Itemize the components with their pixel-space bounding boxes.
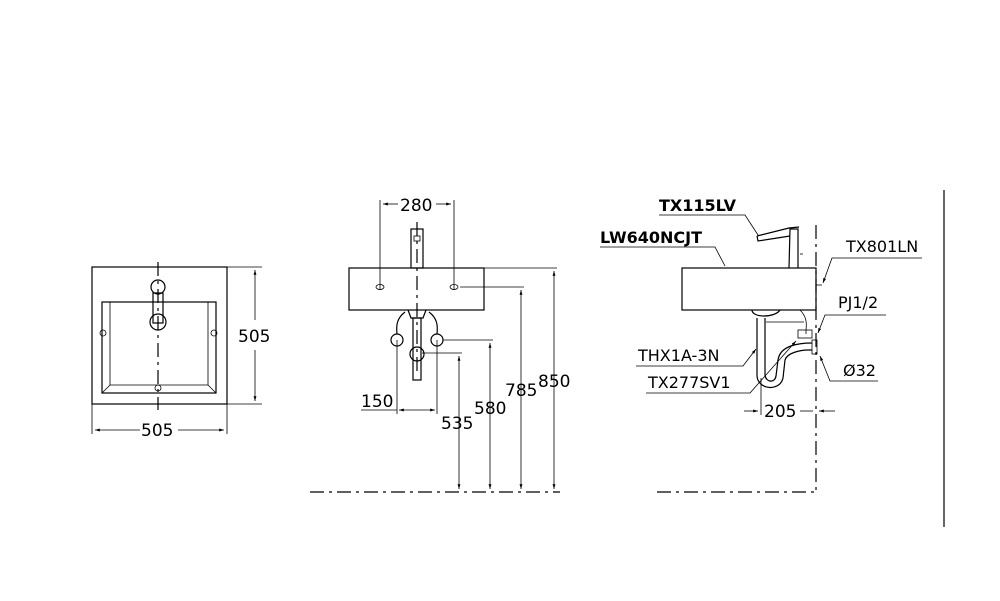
trap-offset-dimension: 205 [764, 402, 796, 422]
faucet-handle-icon [150, 279, 166, 295]
drain-model-label: THX1A-3N [637, 346, 719, 365]
side-view: 205 TX115LV LW640NCJT TX801LN PJ1/2 Ø32 … [600, 190, 945, 527]
trap-height-dimension: 535 [441, 414, 473, 434]
faucet-base [149, 313, 167, 331]
hole-height-dimension: 785 [505, 381, 537, 401]
trap-connection [409, 346, 425, 362]
p-trap [756, 318, 812, 388]
overflow-model-label: TX801LN [845, 237, 918, 256]
supply-hoses [396, 311, 438, 335]
basin-outline [91, 266, 228, 405]
faucet-spout [152, 292, 164, 324]
supply-height-dimension: 580 [474, 399, 506, 419]
supply-label: PJ1/2 [838, 293, 878, 312]
rim-height-dimension: 850 [538, 372, 570, 392]
top-view: 505 505 [91, 262, 270, 441]
trap-model-label: TX277SV1 [647, 373, 731, 392]
basin-side [681, 267, 817, 311]
faucet-body [788, 228, 799, 269]
faucet-model-label: TX115LV [659, 196, 737, 215]
basin-bowl [101, 301, 217, 394]
hole-spacing-dimension: 280 [400, 196, 432, 216]
faucet-lever [756, 226, 800, 242]
drain-body-side [751, 309, 781, 317]
width-dimension: 505 [141, 421, 173, 441]
drain-pipe [412, 317, 422, 381]
supply-spacing-dimension: 150 [361, 392, 393, 412]
front-view: 280 150 535 580 785 850 [310, 196, 570, 493]
basin-model-label: LW640NCJT [600, 228, 702, 247]
drain-diameter-label: Ø32 [843, 361, 876, 380]
depth-dimension: 505 [238, 327, 270, 347]
drain-icon [154, 384, 162, 392]
